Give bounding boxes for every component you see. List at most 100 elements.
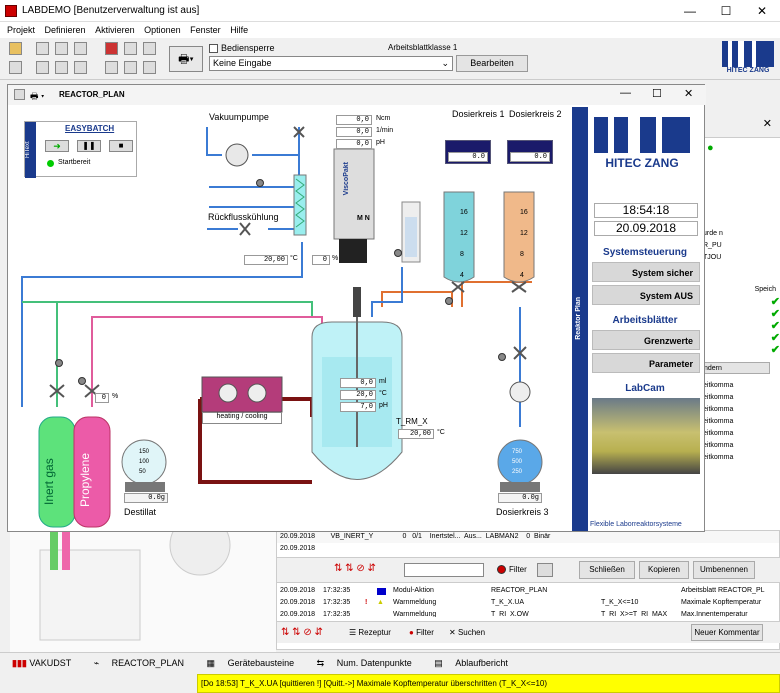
- open-icon[interactable]: [9, 42, 22, 55]
- table-icon[interactable]: [537, 563, 553, 577]
- tick-label: 50: [139, 469, 146, 475]
- module-icon: [377, 588, 386, 595]
- cell: Warnmeldung: [393, 599, 437, 606]
- easybatch-title[interactable]: EASYBATCH: [65, 124, 115, 133]
- print-dropdown-button[interactable]: 🖶▾: [169, 46, 203, 72]
- table-row[interactable]: 20.09.2018 17:32:35 ! ▲ Warnmeldung T_K_…: [277, 597, 780, 609]
- tick-label: 150: [139, 449, 150, 455]
- toolbar-icons[interactable]: ⇅ ⇅ ⊘ ⇵: [281, 627, 323, 638]
- indicator-icon[interactable]: [256, 179, 264, 187]
- tab-geraetebausteine[interactable]: ▦ Gerätebausteine: [207, 653, 305, 673]
- network-icon[interactable]: [74, 42, 87, 55]
- bearbeiten-label: Bearbeiten: [470, 58, 514, 68]
- list-close-icon[interactable]: ✕: [703, 110, 780, 138]
- dos2-label: Dosierkreis 2: [509, 109, 562, 119]
- ml-value: 0,0: [340, 378, 376, 388]
- play-icon[interactable]: ➜: [45, 140, 69, 152]
- indicator-icon[interactable]: [78, 377, 86, 385]
- arrows-icon[interactable]: [55, 42, 68, 55]
- vakudst-icon[interactable]: [105, 42, 118, 55]
- logo-text: HITEC ZANG: [726, 67, 770, 74]
- pause-icon[interactable]: ❚❚: [77, 140, 101, 152]
- chart-icon[interactable]: [105, 61, 118, 74]
- grenzwerte-button[interactable]: Grenzwerte: [592, 330, 700, 350]
- window-title: LABDEMO [Benutzerverwaltung ist aus]: [22, 5, 200, 16]
- rezeptur-button[interactable]: ☰ Rezeptur: [349, 628, 391, 637]
- cell: T_RI_X>=T_RI_MAX: [601, 611, 668, 617]
- indicator-icon[interactable]: [394, 249, 402, 257]
- bediensperre-label: Bediensperre: [221, 43, 275, 53]
- hitec-logo: HITEC ZANG: [722, 41, 774, 77]
- pct2-unit: %: [112, 393, 119, 400]
- propylene-label: Propylene: [78, 452, 92, 507]
- table-row[interactable]: 20.09.2018 17:32:35 Warnmeldung T_RI_X.O…: [277, 609, 780, 617]
- ph-unit: pH: [376, 139, 385, 146]
- close-button[interactable]: ✕: [756, 4, 768, 18]
- menu-hilfe[interactable]: Hilfe: [230, 25, 249, 35]
- alarm-icon[interactable]: [143, 61, 156, 74]
- system-aus-button[interactable]: System AUS: [592, 285, 700, 305]
- child-close-button[interactable]: ✕: [684, 88, 694, 100]
- module-icon: ▦: [206, 658, 216, 668]
- table-row[interactable]: 20.09.2018 17:32:35 Modul-Aktion REACTOR…: [277, 585, 780, 597]
- tab-datenpunkte[interactable]: ⇆ Num. Datenpunkte: [317, 653, 422, 673]
- menu-aktivieren[interactable]: Aktivieren: [95, 25, 135, 35]
- menu-definieren[interactable]: Definieren: [44, 25, 86, 35]
- def-icon[interactable]: [36, 42, 49, 55]
- filter-button[interactable]: ● Filter: [409, 628, 434, 637]
- parameter-button[interactable]: Parameter: [592, 353, 700, 373]
- dos1-value: 0.0: [448, 152, 488, 162]
- tab-label: Num. Datenpunkte: [336, 658, 412, 668]
- cell: 17:32:35: [323, 599, 351, 606]
- filter-label[interactable]: Filter: [509, 565, 527, 574]
- indicator-icon[interactable]: [498, 353, 506, 361]
- task-tabs: ▮▮▮ VAKUDST ⌁ REACTOR_PLAN ▦ Gerätebaust…: [0, 652, 780, 674]
- minimize-button[interactable]: —: [684, 4, 696, 18]
- maximize-button[interactable]: ☐: [720, 4, 732, 18]
- check-icon: ✔: [770, 296, 780, 308]
- bediensperre-checkbox[interactable]: [209, 44, 218, 53]
- trm-value: 20,00: [398, 429, 434, 439]
- stop-icon[interactable]: ■: [109, 140, 133, 152]
- tab-reactor-plan[interactable]: ⌁ REACTOR_PLAN: [94, 653, 194, 673]
- umbenennen-button[interactable]: Umbenennen: [693, 561, 755, 579]
- system-sicher-button[interactable]: System sicher: [592, 262, 700, 282]
- indicator-icon[interactable]: [445, 297, 453, 305]
- dos3-weight: 0.0g: [498, 493, 542, 503]
- child-maximize-button[interactable]: ☐: [652, 88, 662, 100]
- menu-fenster[interactable]: Fenster: [190, 25, 221, 35]
- child-minimize-button[interactable]: —: [620, 87, 631, 99]
- io-icon[interactable]: [36, 61, 49, 74]
- report-icon[interactable]: [143, 42, 156, 55]
- print-icon[interactable]: [9, 61, 22, 74]
- menu-projekt[interactable]: Projekt: [7, 25, 36, 35]
- toolbar-icons[interactable]: ⇅ ⇅ ⊘ ⇵: [334, 563, 376, 574]
- side-logo: HITEC ZANG: [594, 117, 690, 171]
- text-icon[interactable]: [74, 61, 87, 74]
- tick-label: 8: [460, 251, 464, 258]
- module-icon[interactable]: [55, 61, 68, 74]
- tab-label: VAKUDST: [29, 658, 72, 668]
- cell: T_K_X.UA: [491, 599, 525, 606]
- indicator-icon[interactable]: [55, 359, 63, 367]
- input-select[interactable]: Keine Eingabe ⌄: [209, 56, 453, 71]
- filter-input[interactable]: [404, 563, 484, 577]
- cell: 0: [526, 533, 531, 540]
- cell: Inertstel...: [429, 533, 461, 540]
- app-icon: [5, 5, 17, 17]
- print-icon[interactable]: 🖶 ▾: [30, 91, 45, 101]
- cell: 0/1: [412, 533, 422, 540]
- aendern-button[interactable]: ndern: [703, 362, 770, 374]
- table-icon[interactable]: [124, 42, 137, 55]
- tab-label: Gerätebausteine: [227, 658, 295, 668]
- tab-ablaufbericht[interactable]: ▤ Ablaufbericht: [434, 653, 518, 673]
- menu-optionen[interactable]: Optionen: [144, 25, 181, 35]
- suchen-button[interactable]: ✕ Suchen: [449, 628, 486, 637]
- tab-vakudst[interactable]: ▮▮▮ VAKUDST: [12, 653, 81, 673]
- bearbeiten-button[interactable]: Bearbeiten: [456, 55, 528, 72]
- trend-icon[interactable]: [124, 61, 137, 74]
- alarm-status-bar[interactable]: [Do 18:53] T_K_X.UA [quittieren !] [Quit…: [197, 674, 780, 693]
- kopieren-button[interactable]: Kopieren: [639, 561, 689, 579]
- schliessen-button[interactable]: Schließen: [579, 561, 635, 579]
- neuer-kommentar-button[interactable]: Neuer Kommentar: [691, 624, 763, 641]
